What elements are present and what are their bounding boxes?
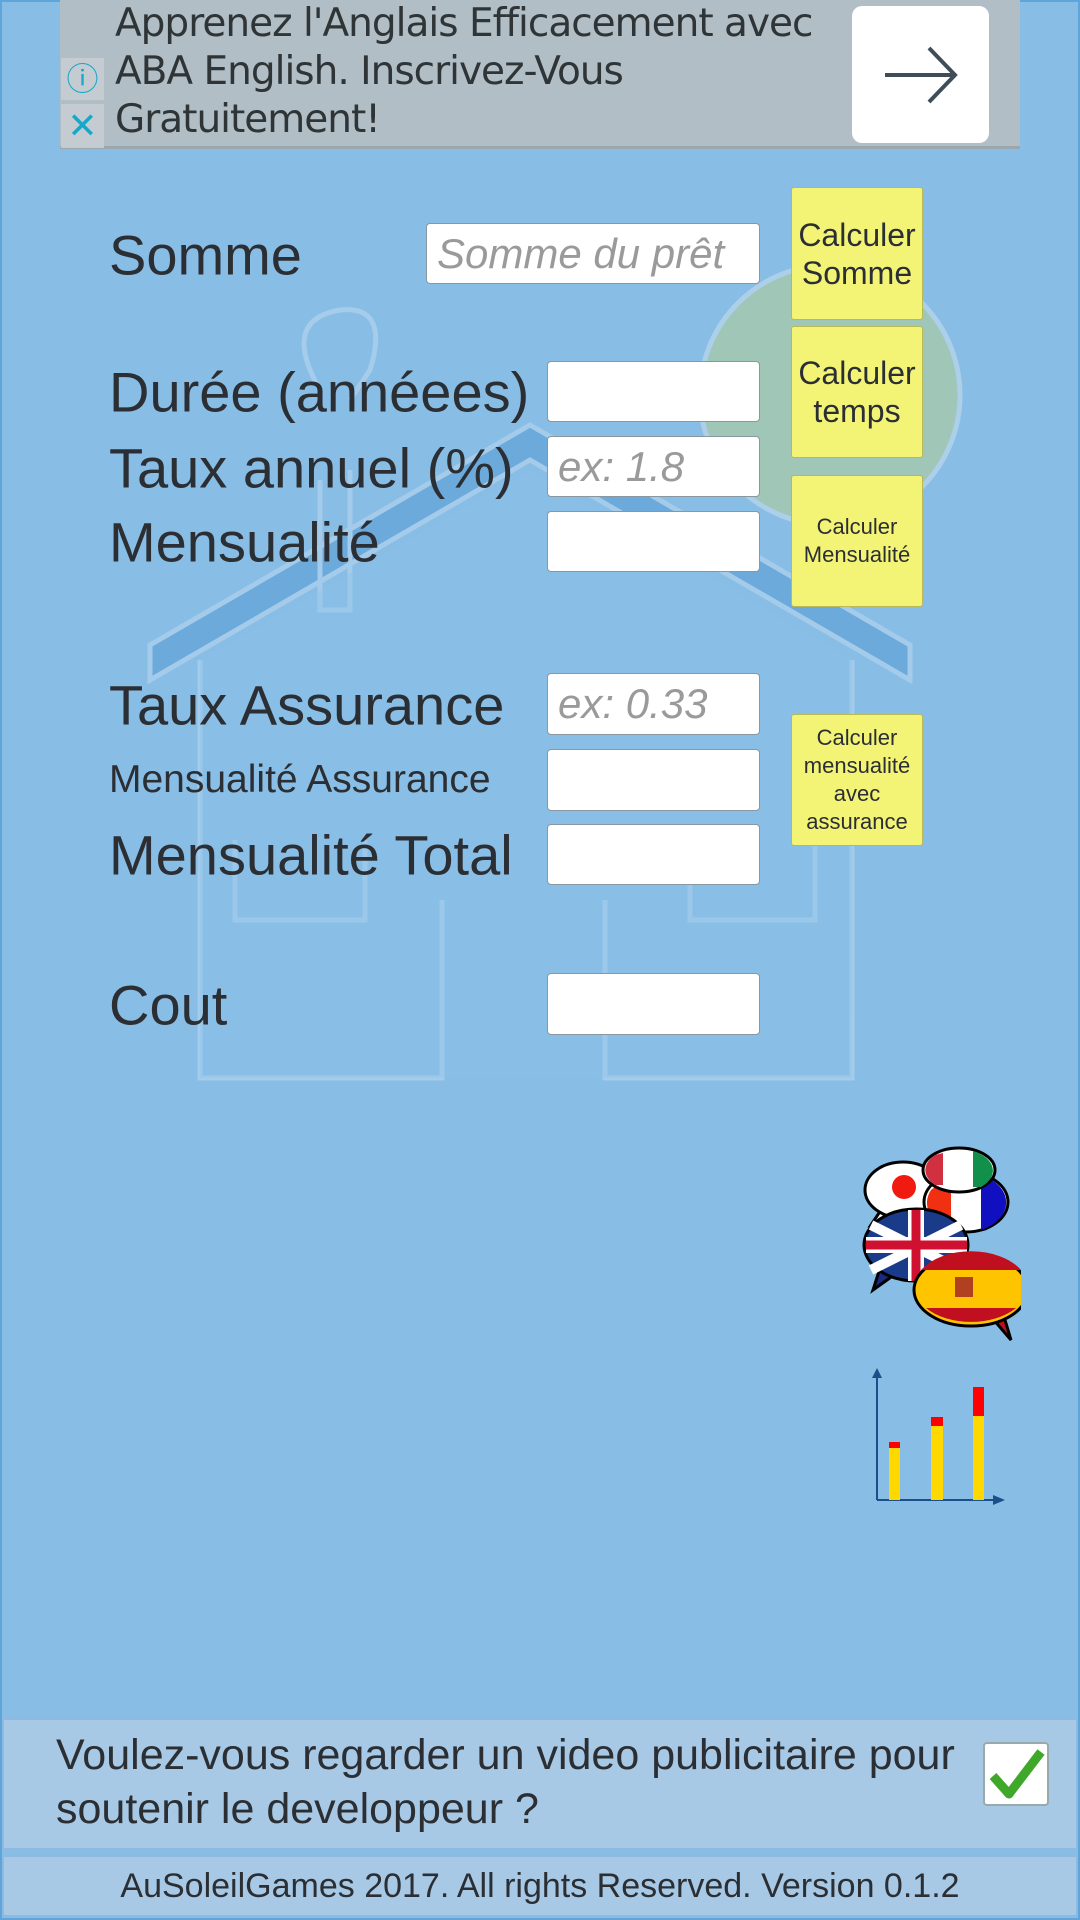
taux-assurance-input[interactable]: ex: 0.33 bbox=[547, 673, 760, 735]
mensualite-label: Mensualité bbox=[109, 510, 380, 574]
close-icon[interactable]: ✕ bbox=[61, 104, 104, 148]
calculer-somme-button[interactable]: Calculer Somme bbox=[791, 187, 923, 320]
mensualite-assurance-label: Mensualité Assurance bbox=[109, 758, 491, 801]
footer-copyright: AuSoleilGames 2017. All rights Reserved.… bbox=[2, 1855, 1078, 1917]
mensualite-input[interactable] bbox=[547, 511, 760, 572]
chart-bar-2 bbox=[931, 1426, 943, 1500]
somme-label: Somme bbox=[109, 223, 302, 287]
cout-input[interactable] bbox=[547, 973, 760, 1035]
calculer-mensualite-button[interactable]: Calculer Mensualité bbox=[791, 475, 923, 607]
ad-open-button[interactable] bbox=[852, 6, 989, 143]
language-flags-icon[interactable] bbox=[861, 1145, 1021, 1345]
ad-banner[interactable]: ⓘ ✕ Apprenez l'Anglais Efficacement avec… bbox=[60, 0, 1020, 149]
mensualite-assurance-input[interactable] bbox=[547, 749, 760, 811]
chart-icon[interactable] bbox=[869, 1368, 1005, 1506]
calculer-temps-button[interactable]: Calculer temps bbox=[791, 326, 923, 458]
duree-label: Durée (annéees) bbox=[109, 360, 530, 424]
mensualite-total-label: Mensualité Total bbox=[109, 823, 513, 887]
chart-bar-1 bbox=[889, 1448, 900, 1500]
checkmark-icon bbox=[989, 1749, 1045, 1799]
info-icon[interactable]: ⓘ bbox=[61, 58, 104, 100]
video-ad-checkbox[interactable] bbox=[983, 1742, 1049, 1806]
video-ad-prompt: Voulez-vous regarder un video publicitai… bbox=[2, 1718, 1078, 1850]
mensualite-total-input[interactable] bbox=[547, 824, 760, 885]
somme-input[interactable]: Somme du prêt bbox=[426, 223, 760, 284]
cout-label: Cout bbox=[109, 973, 228, 1037]
duree-input[interactable] bbox=[547, 361, 760, 422]
arrow-right-icon bbox=[884, 46, 958, 103]
ad-text[interactable]: Apprenez l'Anglais Efficacement avec ABA… bbox=[115, 1, 813, 142]
taux-label: Taux annuel (%) bbox=[109, 436, 514, 500]
taux-assurance-label: Taux Assurance bbox=[109, 673, 505, 737]
taux-input[interactable]: ex: 1.8 bbox=[547, 436, 760, 497]
calculer-assurance-button[interactable]: Calculer mensualité avec assurance bbox=[791, 714, 923, 846]
video-ad-prompt-text: Voulez-vous regarder un video publicitai… bbox=[56, 1731, 955, 1833]
chart-bar-3 bbox=[973, 1416, 984, 1500]
